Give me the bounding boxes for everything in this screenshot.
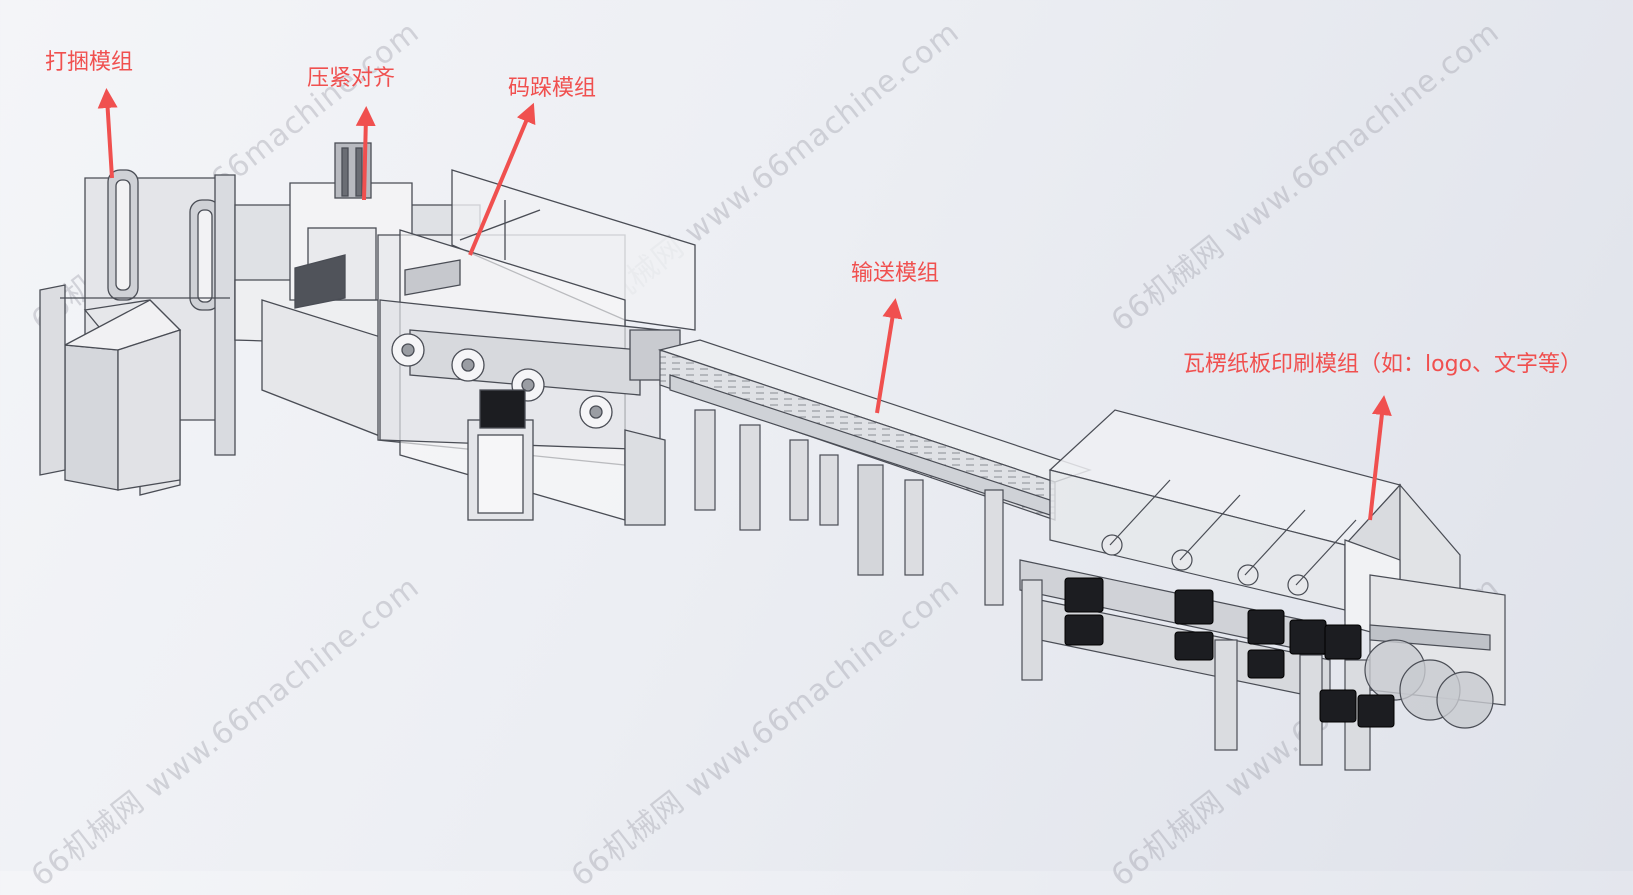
servo-motors [1064, 577, 1395, 728]
label-printing-module: 瓦楞纸板印刷模组（如：logo、文字等） [1183, 352, 1582, 377]
label-conveying-module: 输送模组 [851, 261, 940, 286]
label-press-align: 压紧对齐 [307, 66, 396, 91]
conveying-module [657, 339, 1092, 606]
arrow-press-align [355, 106, 376, 201]
production-line-diagram [39, 88, 1506, 771]
arrow-conveying [875, 298, 903, 414]
callout-arrows [97, 88, 1392, 521]
arrow-printing [1368, 395, 1392, 521]
press-align-module [234, 142, 483, 441]
label-bundling-module: 打捆模组 [45, 50, 134, 75]
label-stacking-module: 码跺模组 [508, 76, 597, 101]
stacking-module [377, 169, 696, 526]
arrow-stacking [468, 102, 536, 256]
arrow-bundling [97, 88, 118, 179]
bundling-module [39, 169, 236, 496]
